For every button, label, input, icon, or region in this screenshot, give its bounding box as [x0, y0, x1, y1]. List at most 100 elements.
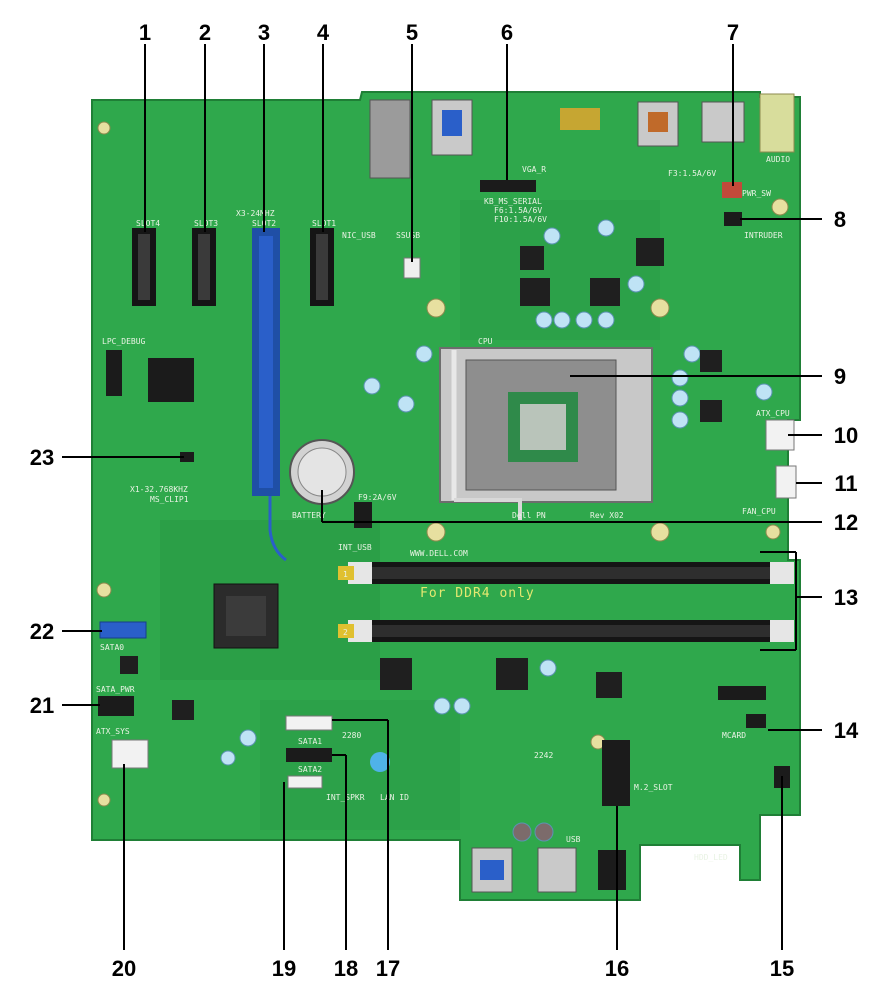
silk-m2-slot: M.2_SLOT	[634, 783, 673, 792]
callout-10: 10	[834, 423, 858, 448]
callout-3: 3	[258, 20, 270, 45]
silk-intruder: INTRUDER	[744, 231, 783, 240]
rear-io-nic	[369, 99, 411, 179]
pcie-x1-slots	[132, 228, 334, 306]
silk-fuse-int-usb: F9:2A/6V	[358, 493, 397, 502]
silk-sata-pwr: SATA_PWR	[96, 685, 135, 694]
kb-ms-serial-header	[480, 180, 536, 192]
misc-chips	[120, 238, 722, 720]
silk-mcard: MCARD	[722, 731, 746, 740]
silk-m2-2242: 2242	[534, 751, 553, 760]
silk-rev: Rev X02	[590, 511, 624, 520]
silk-sata2: SATA2	[298, 765, 322, 774]
callout-12: 12	[834, 510, 858, 535]
callout-numbers: 1 2 3 4 5 6 7 8 9 10 11 12 13 14 15 16 1…	[30, 20, 859, 981]
silk-slot3: SLOT3	[194, 219, 218, 228]
m2-slot-storage	[602, 740, 630, 806]
silk-dimm2: 2	[343, 628, 348, 637]
callout-2: 2	[199, 20, 211, 45]
atx-sys-power-connector	[111, 739, 149, 769]
rear-io	[369, 93, 795, 179]
silk-slot4: SLOT4	[136, 219, 160, 228]
callout-4: 4	[317, 20, 330, 45]
callout-16: 16	[605, 956, 629, 981]
silk-slot1: SLOT1	[312, 219, 336, 228]
silk-audio: AUDIO	[766, 155, 790, 164]
silk-dell-pn: Dell PN	[512, 511, 546, 520]
silk-sata0: SATA0	[100, 643, 124, 652]
silk-fuse-top-right: F3:1.5A/6V	[668, 169, 716, 178]
callout-1: 1	[139, 20, 151, 45]
silk-fuse-kb1: F6:1.5A/6V	[494, 206, 542, 215]
silk-cpu: CPU	[478, 337, 493, 346]
silkscreen-labels: For DDR4 only SLOT4 SLOT3 SLOT2 SLOT1 X3…	[96, 155, 790, 862]
callout-9: 9	[834, 364, 846, 389]
callout-8: 8	[834, 207, 846, 232]
callout-21: 21	[30, 693, 54, 718]
silk-usb-bottom: USB	[566, 835, 581, 844]
callout-15: 15	[770, 956, 794, 981]
callout-14: 14	[834, 718, 859, 743]
callout-19: 19	[272, 956, 296, 981]
silk-sata1: SATA1	[298, 737, 322, 746]
pcie-x16-slot	[252, 228, 287, 562]
callout-17: 17	[376, 956, 400, 981]
silk-battery: BATTERY	[292, 511, 326, 520]
front-audio-port	[598, 850, 626, 890]
callout-23: 23	[30, 445, 54, 470]
power-switch-connector	[722, 182, 742, 198]
sata1-connector	[286, 748, 332, 762]
rear-io-vga-header	[560, 108, 600, 130]
cpu-socket	[439, 347, 653, 520]
dimm-slots	[338, 562, 794, 642]
mounting-holes	[96, 121, 789, 807]
motherboard	[91, 91, 801, 901]
silk-m2-2280: 2280	[342, 731, 361, 740]
silk-fuse-kb2: F10:1.5A/6V	[494, 215, 547, 224]
cmos-battery	[289, 439, 355, 505]
callout-lines	[62, 44, 822, 950]
rear-io-displayport	[637, 101, 679, 147]
silk-atx-cpu: ATX_CPU	[756, 409, 790, 418]
callout-22: 22	[30, 619, 54, 644]
callout-18: 18	[334, 956, 358, 981]
callout-20: 20	[112, 956, 136, 981]
silk-x1: X1-32.768KHZ	[130, 485, 188, 494]
internal-speaker-connector	[287, 775, 323, 789]
silk-kb-ms-serial: KB_MS_SERIAL	[484, 197, 542, 206]
sata2-connector	[285, 715, 333, 731]
int-usb-header	[354, 502, 372, 528]
front-io-header	[718, 686, 766, 700]
silk-x3: X3-24MHZ	[236, 209, 275, 218]
super-io-chip	[148, 358, 194, 402]
silk-int-usb: INT_USB	[338, 543, 372, 552]
m2-slot-wifi	[746, 714, 766, 728]
silk-nic-usb: NIC_USB	[342, 231, 376, 240]
silk-vga: VGA_R	[522, 165, 546, 174]
sata0-connector	[99, 621, 147, 639]
silk-ssusb: SSUSB	[396, 231, 420, 240]
ddr4-label: For DDR4 only	[420, 586, 535, 601]
intruder-connector	[724, 212, 742, 226]
silk-pwr-sw: PWR_SW	[742, 189, 771, 198]
silk-fan-cpu: FAN_CPU	[742, 507, 776, 516]
silk-lan-label: LAN ID	[380, 793, 409, 802]
fan-cpu-connector	[775, 465, 797, 499]
silk-atx-sys: ATX_SYS	[96, 727, 130, 736]
rear-io-audio-jack	[759, 93, 795, 153]
callout-6: 6	[501, 20, 513, 45]
capacitors	[220, 219, 773, 842]
lpc-debug-header	[106, 350, 122, 396]
m2-standoff	[370, 752, 390, 772]
callout-13: 13	[834, 585, 858, 610]
callout-7: 7	[727, 20, 739, 45]
rear-io-hdmi	[701, 101, 745, 143]
silk-lpc-debug: LPC_DEBUG	[102, 337, 146, 346]
front-usb-port-1	[471, 847, 513, 893]
sata-power-connector	[98, 696, 134, 716]
silk-hdd-led: HDD_LED	[694, 853, 728, 862]
silk-ms-clip: MS_CLIP1	[150, 495, 189, 504]
jumper-header	[180, 452, 194, 462]
front-usb-port-2	[537, 847, 577, 893]
